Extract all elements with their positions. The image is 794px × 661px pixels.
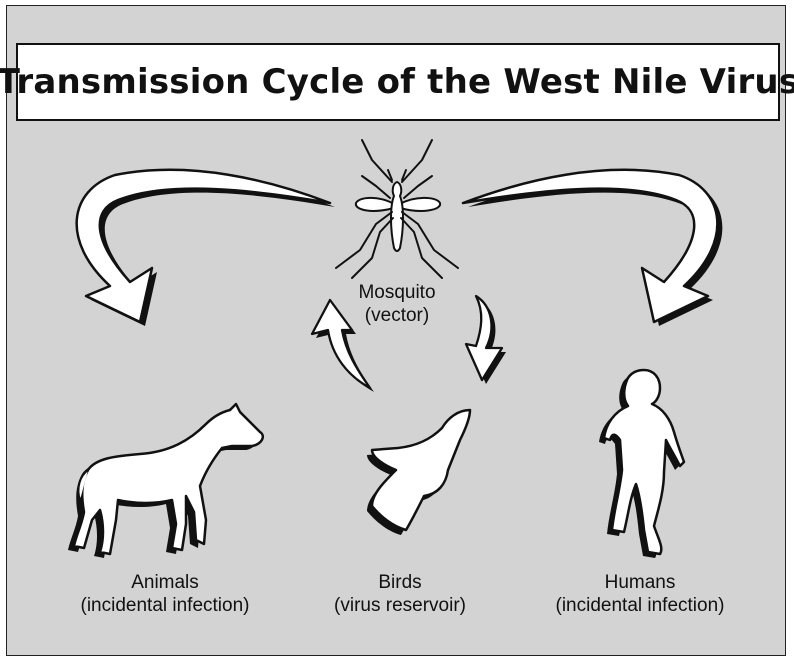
bird-icon [367,410,470,535]
animals-role: (incidental infection) [50,594,280,617]
humans-name: Humans [525,571,755,594]
arrow-mosquito-to-birds [466,296,506,384]
birds-name: Birds [310,571,490,594]
animals-label: Animals (incidental infection) [50,571,280,617]
humans-role: (incidental infection) [525,594,755,617]
horse-icon [68,404,263,558]
animals-name: Animals [50,571,280,594]
human-runner-icon [599,370,684,558]
arrow-mosquito-to-animals [77,170,335,326]
mosquito-icon [336,140,458,278]
mosquito-name: Mosquito [330,281,464,304]
birds-label: Birds (virus reservoir) [310,571,490,617]
arrow-mosquito-to-humans [463,170,722,326]
mosquito-label: Mosquito (vector) [330,281,464,327]
birds-role: (virus reservoir) [310,594,490,617]
mosquito-role: (vector) [330,304,464,327]
humans-label: Humans (incidental infection) [525,571,755,617]
